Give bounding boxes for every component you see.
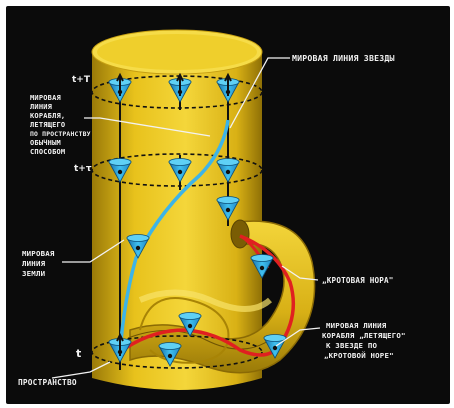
svg-text:МИРОВАЯ: МИРОВАЯ: [22, 249, 55, 258]
svg-text:ЛЕТЯЩЕГО: ЛЕТЯЩЕГО: [30, 121, 65, 129]
svg-text:ЛИНИЯ: ЛИНИЯ: [30, 103, 52, 111]
label-time-bottom: t: [76, 347, 81, 360]
label-wormhole: „КРОТОВАЯ НОРА": [322, 276, 394, 285]
label-star-worldline: МИРОВАЯ ЛИНИЯ ЗВЕЗДЫ: [292, 53, 395, 63]
svg-text:КОРАБЛЯ,: КОРАБЛЯ,: [30, 112, 65, 120]
svg-text:К ЗВЕЗДЕ ПО: К ЗВЕЗДЕ ПО: [326, 341, 377, 350]
svg-text:ПО ПРОСТРАНСТВУ: ПО ПРОСТРАНСТВУ: [30, 130, 91, 138]
svg-text:МИРОВАЯ: МИРОВАЯ: [30, 94, 61, 102]
svg-text:КОРАБЛЯ „ЛЕТЯЩЕГО": КОРАБЛЯ „ЛЕТЯЩЕГО": [322, 331, 406, 340]
svg-text:СПОСОБОМ: СПОСОБОМ: [30, 148, 65, 156]
label-ship-normal: МИРОВАЯ ЛИНИЯ КОРАБЛЯ, ЛЕТЯЩЕГО ПО ПРОСТ…: [30, 94, 91, 156]
svg-text:„КРОТОВОЙ НОРЕ": „КРОТОВОЙ НОРЕ": [324, 351, 394, 360]
label-time-top: t+T: [72, 75, 91, 85]
svg-text:ЛИНИЯ: ЛИНИЯ: [22, 259, 46, 268]
label-ship-wormhole: МИРОВАЯ ЛИНИЯ КОРАБЛЯ „ЛЕТЯЩЕГО" К ЗВЕЗД…: [322, 321, 406, 360]
label-earth-worldline: МИРОВАЯ ЛИНИЯ ЗЕМЛИ: [22, 249, 55, 278]
label-space: ПРОСТРАНСТВО: [18, 378, 77, 387]
svg-text:ОБЫЧНЫМ: ОБЫЧНЫМ: [30, 139, 61, 147]
svg-text:ЗЕМЛИ: ЗЕМЛИ: [22, 269, 46, 278]
label-time-mid: t+τ: [74, 164, 92, 174]
svg-text:МИРОВАЯ ЛИНИЯ: МИРОВАЯ ЛИНИЯ: [326, 321, 387, 330]
